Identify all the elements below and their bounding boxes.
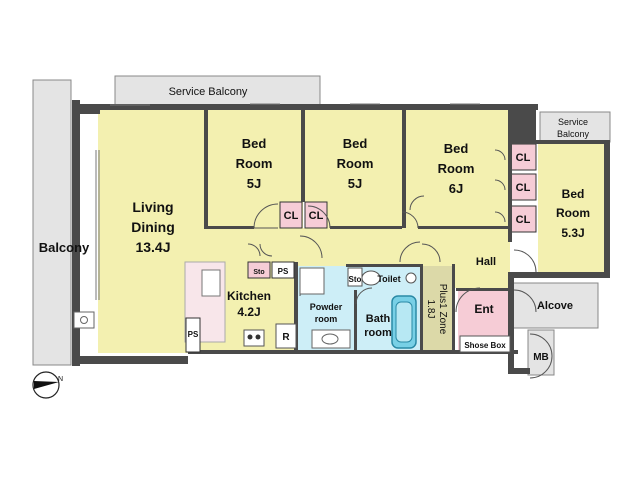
bed4-area: [538, 144, 608, 276]
toilet-label: Toilet: [377, 274, 400, 284]
mb-doors: [529, 333, 553, 379]
plus1-zone-area: [422, 266, 452, 352]
powder-label-2: room: [315, 314, 338, 324]
powder-fixtures: [299, 267, 351, 349]
labels: Service Balcony Service Balcony Balcony …: [39, 86, 590, 363]
ps-living-box: [185, 317, 201, 353]
closet-label-bed1: CL: [284, 210, 299, 222]
bed4-label-3: 5.3J: [561, 226, 584, 240]
plus1-label-1: Plus1 Zone: [437, 284, 448, 335]
bath-label-2: room: [364, 327, 392, 339]
bed3-area: [404, 110, 508, 228]
bed2-label-3: 5J: [348, 176, 362, 191]
bed1-label-3: 5J: [247, 176, 261, 191]
balcony-label: Balcony: [39, 240, 90, 255]
bath-fixtures: [391, 295, 417, 349]
plus1-label-2: 1.8J: [425, 300, 436, 319]
mb-label: MB: [533, 352, 549, 363]
walls: [72, 100, 610, 374]
ent-label: Ent: [474, 302, 493, 316]
service-balcony-right-label-1: Service: [558, 117, 588, 127]
closet-bed3-b: [509, 173, 537, 201]
service-balcony-right-label-2: Balcony: [557, 129, 590, 139]
balconies: [32, 75, 611, 376]
service-balcony-top-label: Service Balcony: [169, 86, 248, 98]
bed1-label-2: Room: [236, 156, 273, 171]
closets: [247, 143, 537, 279]
alcove-area: [509, 282, 599, 329]
toilet-fixtures: [347, 267, 417, 287]
kitchen-label-1: Kitchen: [227, 289, 271, 303]
bed3-label-1: Bed: [444, 141, 469, 156]
sto-kitchen-label: Sto: [253, 269, 264, 276]
kitchen-sink: [201, 269, 221, 297]
windows: [95, 103, 480, 300]
closet-bed4: [509, 205, 537, 233]
living-label-3: 13.4J: [135, 239, 170, 255]
bed2-label-2: Room: [337, 156, 374, 171]
bed1-label-1: Bed: [242, 136, 267, 151]
bed3-label-3: 6J: [449, 181, 463, 196]
service-balcony-top-area: [114, 75, 321, 107]
ps-kitchen-label: PS: [278, 267, 289, 276]
closet-bed1: [279, 201, 303, 229]
powder-label-1: Powder: [310, 302, 343, 312]
closet-bed2: [304, 201, 328, 229]
sto-toilet-label: Sto: [349, 275, 362, 284]
closet-label-bed2: CL: [309, 210, 324, 222]
refrigerator-label: R: [282, 332, 290, 343]
hall-label: Hall: [476, 256, 496, 268]
closet-label-bed3-a: CL: [516, 152, 531, 164]
sto-kitchen: [247, 261, 271, 279]
shoe-box-label: Shose Box: [464, 341, 506, 350]
bed4-label-2: Room: [556, 206, 590, 220]
svg-text:N: N: [58, 376, 63, 383]
ps-living-label: PS: [188, 330, 199, 339]
washing-machine: [299, 267, 325, 295]
living-label-1: Living: [132, 199, 173, 215]
closet-label-bed3-b: CL: [516, 182, 531, 194]
balcony-area: [32, 79, 72, 366]
shoe-box-area: [459, 335, 511, 353]
north-arrow-icon: N: [32, 371, 63, 399]
ps-kitchen-box: [271, 261, 295, 279]
kitchen-label-2: 4.2J: [237, 305, 260, 319]
bath-label-1: Bath: [366, 313, 391, 325]
alcove-label: Alcove: [537, 300, 573, 312]
closet-label-bed4: CL: [516, 214, 531, 226]
refrigerator-box: [275, 323, 297, 349]
stove: [243, 329, 265, 347]
closet-bed3-a: [509, 143, 537, 171]
living-label-2: Dining: [131, 219, 175, 235]
bed2-label-1: Bed: [343, 136, 368, 151]
bed3-label-2: Room: [438, 161, 475, 176]
bed4-label-1: Bed: [562, 187, 585, 201]
sto-toilet-box: [347, 267, 363, 287]
